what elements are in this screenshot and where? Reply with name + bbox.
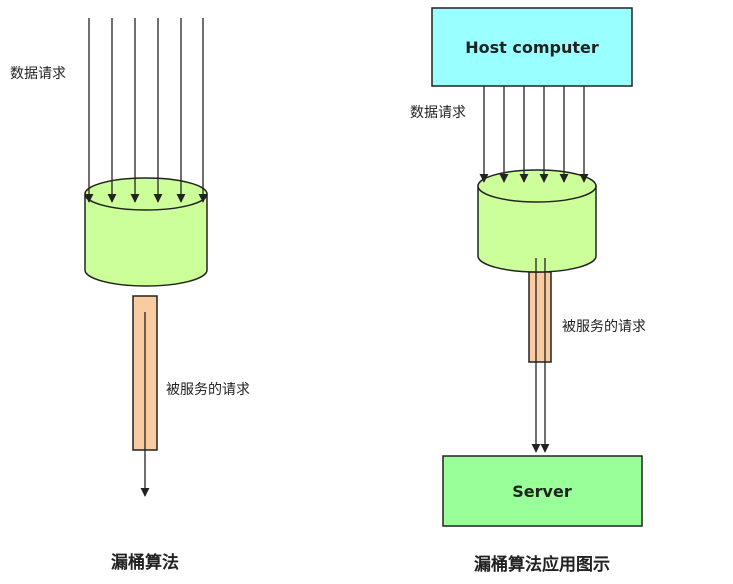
- right-incoming-request-arrows: [479, 86, 589, 183]
- left-incoming-request-arrows: [84, 18, 208, 203]
- host-computer-label: Host computer: [465, 38, 599, 57]
- right-incoming-label: 数据请求: [410, 105, 466, 121]
- left-incoming-label: 数据请求: [10, 66, 66, 82]
- left-served-label: 被服务的请求: [166, 382, 250, 398]
- right-caption: 漏桶算法应用图示: [474, 554, 610, 575]
- server-box: Server: [442, 455, 643, 527]
- right-leaky-bucket-application: Host computer Server: [410, 7, 646, 575]
- right-bucket: [477, 169, 597, 273]
- host-computer-box: Host computer: [431, 7, 633, 87]
- right-served-label: 被服务的请求: [562, 319, 646, 335]
- server-label: Server: [512, 482, 572, 501]
- left-bucket: [84, 177, 208, 287]
- left-leaky-bucket: 数据请求 被服务的请求 漏桶算法: [10, 18, 250, 573]
- right-outflow-arrows: [531, 258, 550, 453]
- left-caption: 漏桶算法: [111, 552, 179, 573]
- right-outflow-pipe: [528, 271, 552, 363]
